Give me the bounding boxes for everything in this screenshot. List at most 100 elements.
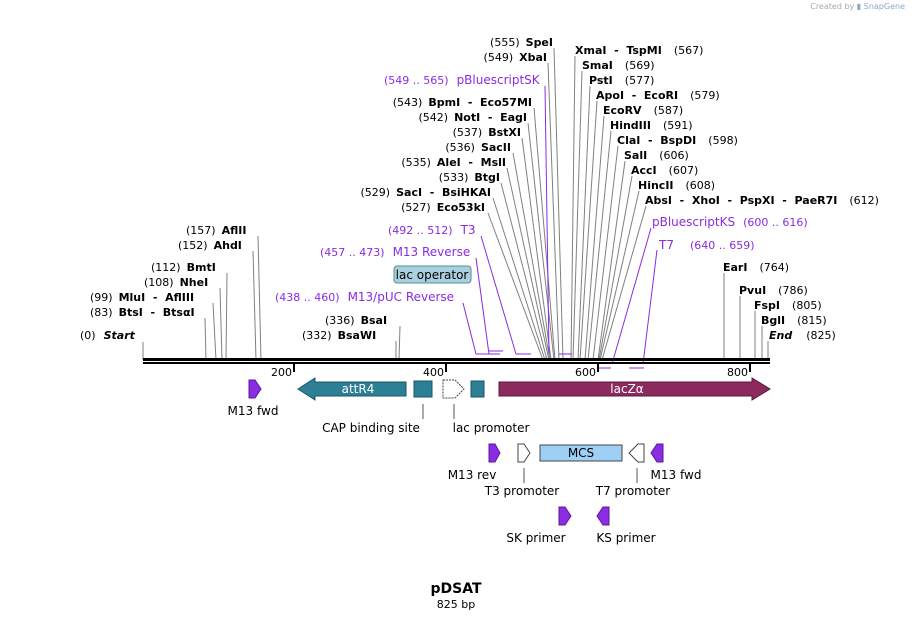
leader-hincii [599, 190, 640, 361]
leader-spei [553, 47, 564, 361]
m13-rev-label: M13 rev [448, 468, 497, 482]
feature-track-1: M13 fwd attR4 CAP binding site lac promo… [228, 377, 771, 435]
primer-label-m13puc[interactable]: (438 .. 460)M13/pUC Reverse [275, 290, 454, 304]
t7-promoter-label: T7 promoter [595, 484, 671, 498]
site-xmai[interactable]: XmaI - TspMI(567) [575, 44, 703, 57]
site-nhei[interactable]: (108)NheI [144, 276, 208, 289]
leader-bmti [225, 272, 228, 361]
site-noti[interactable]: (542)NotI - EagI [419, 111, 528, 124]
leader-absi [601, 205, 647, 361]
site-acci[interactable]: AccI(607) [631, 164, 698, 177]
leader-aflii [257, 235, 262, 361]
site-spei[interactable]: (555)SpeI [490, 36, 553, 49]
site-btgi[interactable]: (533)BtgI [439, 171, 500, 184]
site-fspi[interactable]: FspI(805) [754, 299, 822, 312]
site-eari[interactable]: EarI(764) [723, 261, 789, 274]
ruler-label-800: 800 [727, 366, 748, 379]
site-mlui[interactable]: (99)MluI - AflIII [90, 291, 194, 304]
site-end[interactable]: End(825) [769, 329, 836, 342]
t3-promoter-label: T3 promoter [484, 484, 560, 498]
lac-operator-box [393, 265, 472, 284]
primer-line-m13rev [475, 257, 490, 355]
feature-track-2: M13 rev T3 promoter MCS T7 promoter M13 … [448, 443, 702, 498]
leader-xmai [570, 55, 576, 361]
m13-rev-arrow[interactable] [488, 443, 501, 463]
site-saci[interactable]: (529)SacI - BsiHKAI [361, 186, 491, 199]
credit-brand: SnapGene [863, 2, 905, 11]
attR4-label: attR4 [342, 382, 375, 396]
primer-label-ks[interactable]: pBluescriptKS(600 .. 616) [652, 215, 808, 229]
site-clai[interactable]: ClaI - BspDI(598) [617, 134, 738, 147]
ruler-label-200: 200 [271, 366, 292, 379]
t3-promoter-arrow[interactable] [517, 443, 531, 463]
enzyme-site-labels: (0)Start (83)BtsI - BtsαI (99)MluI - Afl… [80, 36, 879, 342]
lac-operator-track-box[interactable] [470, 380, 485, 398]
primer-line-m13puc [462, 302, 477, 355]
feature-track-3: SK primer KS primer [506, 506, 656, 545]
site-alei[interactable]: (535)AleI - MslI [401, 156, 506, 169]
leader-hindiii [587, 130, 612, 361]
mcs-box[interactable] [539, 444, 623, 462]
m13-fwd-arrow[interactable] [650, 443, 664, 463]
primer-label-m13rev[interactable]: (457 .. 473)M13 Reverse [320, 245, 470, 259]
primer-label-t3[interactable]: (492 .. 512)T3 [388, 223, 476, 237]
site-sali[interactable]: SalI(606) [624, 149, 689, 162]
site-bsai[interactable]: (336)BsaI [325, 314, 387, 327]
leader-clai [592, 145, 619, 361]
leader-eco53ki [487, 212, 544, 361]
site-smai[interactable]: SmaI(569) [582, 59, 655, 72]
leader-saci [492, 197, 546, 361]
site-bpmi[interactable]: (543)BpmI - Eco57MI [393, 96, 532, 109]
ks-primer-arrow[interactable] [596, 506, 610, 526]
lac-operator-feature[interactable]: lac operator [393, 265, 472, 284]
leader-bsai [398, 325, 401, 361]
leader-ecorv [584, 115, 605, 361]
leader-sacii [512, 152, 551, 361]
cap-binding-site-box[interactable] [413, 380, 433, 398]
mcs-label: MCS [568, 446, 594, 460]
snapgene-credit: Created by ▮ SnapGene [810, 2, 905, 11]
site-absi[interactable]: AbsI - XhoI - PspXI - PaeR7I(612) [645, 194, 879, 207]
primer-label-sk[interactable]: (549 .. 565)pBluescriptSK [384, 73, 541, 87]
lac-promoter-arrow[interactable] [442, 379, 465, 399]
site-bgli[interactable]: BglI(815) [761, 314, 827, 327]
sk-primer-label: SK primer [506, 531, 565, 545]
site-start[interactable]: (0)Start [80, 329, 136, 342]
ruler-label-400: 400 [423, 366, 444, 379]
site-hincii[interactable]: HincII(608) [638, 179, 715, 192]
sk-primer-arrow[interactable] [558, 506, 572, 526]
lacZ-label: lacZα [610, 382, 644, 396]
site-xbai[interactable]: (549)XbaI [484, 51, 547, 64]
plasmid-title: pDSAT 825 bp [430, 581, 481, 611]
site-bsawi[interactable]: (332)BsaWI [302, 329, 376, 342]
leader-psti [577, 85, 591, 361]
leader-btgi [500, 182, 548, 361]
primer-label-t7[interactable]: T7(640 .. 659) [658, 238, 755, 252]
site-eco53ki[interactable]: (527)Eco53kI [401, 201, 485, 214]
site-pvui[interactable]: PvuI(786) [739, 284, 808, 297]
plasmid-length: 825 bp [437, 598, 475, 611]
attR4-feature[interactable] [297, 377, 407, 401]
site-ahdi[interactable]: (152)AhdI [178, 239, 242, 252]
leader-sali [597, 160, 626, 361]
site-bstxi[interactable]: (537)BstXI [453, 126, 521, 139]
site-hindiii[interactable]: HindIII(591) [610, 119, 693, 132]
m13-fwd-top-arrow[interactable] [248, 379, 262, 399]
cap-binding-site-label: CAP binding site [322, 421, 420, 435]
site-aflii[interactable]: (157)AflII [186, 224, 246, 237]
site-bmti[interactable]: (112)BmtI [151, 261, 216, 274]
primer-binding-labels: (438 .. 460)M13/pUC Reverse (457 .. 473)… [275, 73, 808, 304]
site-sacii[interactable]: (536)SacII [445, 141, 511, 154]
site-ecorv[interactable]: EcoRV(587) [603, 104, 683, 117]
leader-ahdi [252, 250, 257, 361]
t7-promoter-arrow[interactable] [628, 443, 645, 463]
leader-nhei [219, 287, 223, 361]
site-apoi[interactable]: ApoI - EcoRI(579) [596, 89, 720, 102]
m13-fwd-label: M13 fwd [651, 468, 702, 482]
backbone-bottom-strand [143, 362, 770, 364]
site-psti[interactable]: PstI(577) [589, 74, 654, 87]
ruler-label-600: 600 [575, 366, 596, 379]
lacZ-feature[interactable] [498, 377, 771, 401]
site-btsi[interactable]: (83)BtsI - BtsαI [90, 306, 195, 319]
